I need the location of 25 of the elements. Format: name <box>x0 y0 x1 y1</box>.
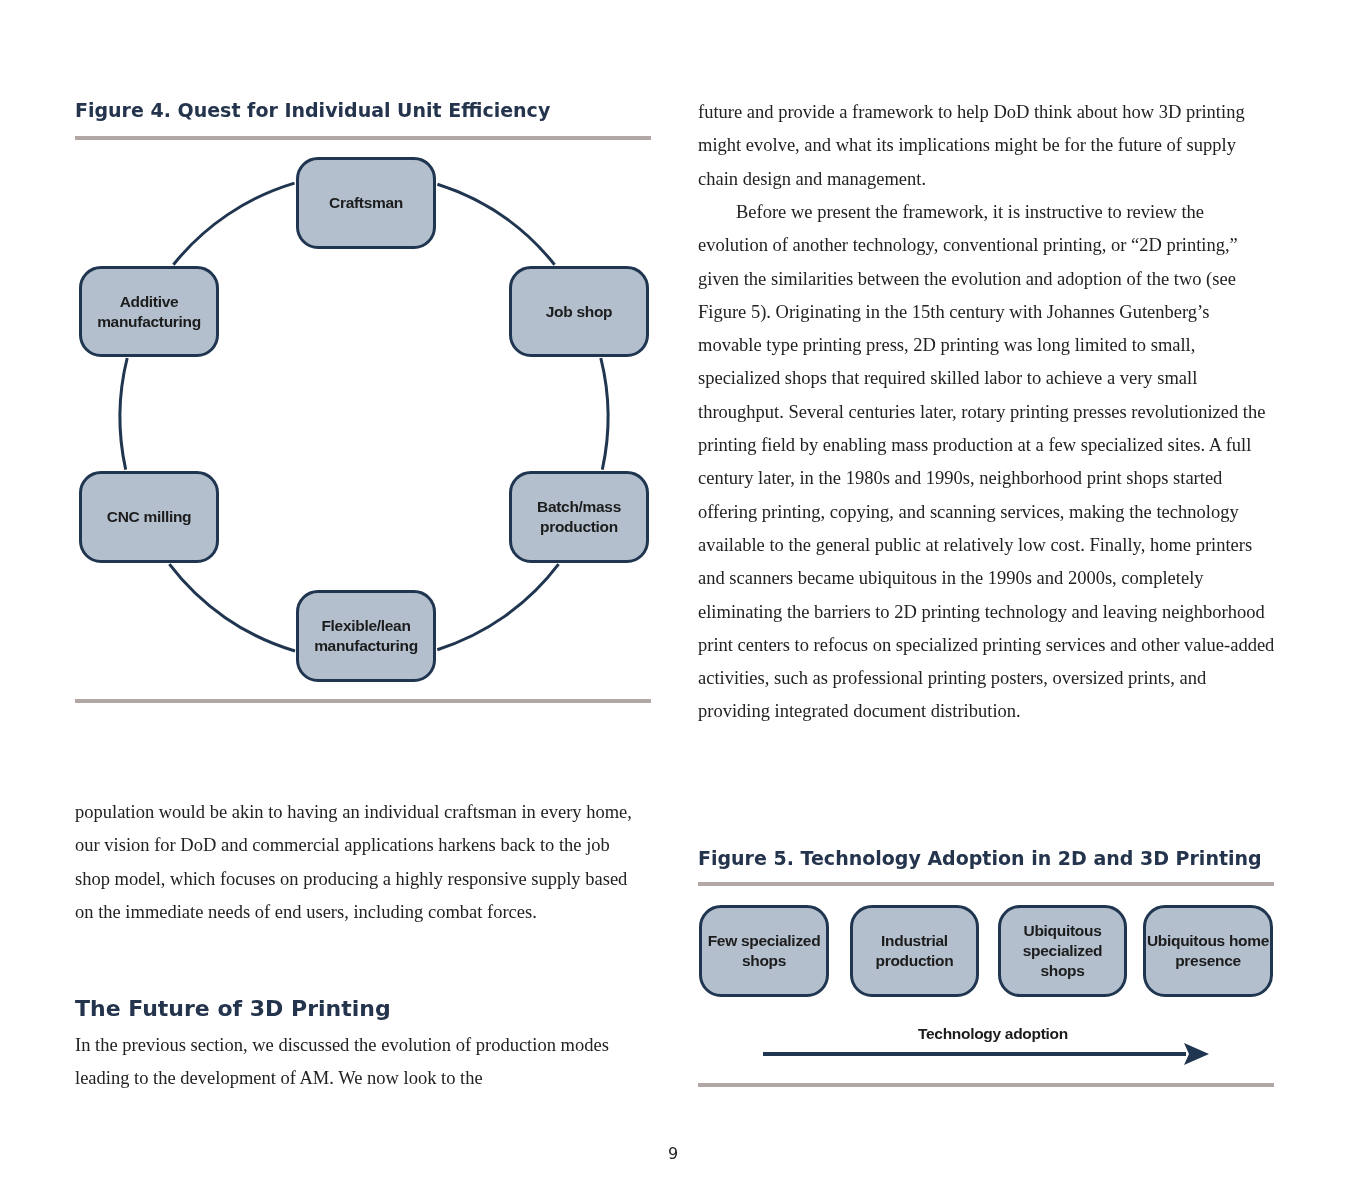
figure-title: Figure 4. Quest for Individual Unit Efficiency <box>75 99 551 121</box>
connector-line <box>436 182 556 266</box>
connector-line <box>172 181 295 266</box>
stage-box: Job shop <box>509 266 649 357</box>
connector-line <box>118 357 129 470</box>
stage-box: Few specialized shops <box>699 905 829 997</box>
stage-box: CNC milling <box>79 471 219 563</box>
stage-box: Batch/mass production <box>509 471 649 563</box>
paragraph: future and provide a framework to help DoD think about how 3D printing might evolve, and what its implications might be for the future of supply chain design and management. <box>698 101 1246 191</box>
paragraph: Before we present the framework, it is instructive to review the evolution of another technology, conventional printing, or “2D printing,” given the similarities between the evolution and adoption of the two (see Figure 5). Originating in the 15th century with Johannes Gutenberg’s movable type printing press, 2D printing was long limited to small, specialized shops that required skilled labor to achieve a very small throughput. Several centuries later, rotary printing presses revolutionized the printing field by enabling mass production at a few specialized sites. A full century later, in the 1980s and 1990s, neighborhood print shops started offering printing, copying, and scanning services, making the technology available to the general public at relatively low cost. Finally, home printers and scanners became ubiquitous in the 1990s and 2000s, completely eliminating the barriers to 2D printing technology and leaving neighborhood print centers to refocus on specialized printing services and other value-added activities, such as professional printing posters, oversized prints, and providing integrated document distribution. <box>698 201 1276 724</box>
figure-title: Figure 5. Technology Adoption in 2D and 3D Printing <box>698 847 1262 869</box>
connector-line <box>436 563 560 652</box>
stage-box: Craftsman <box>296 157 436 249</box>
stage-box: Flexible/lean manufacturing <box>296 590 436 682</box>
page-number: 9 <box>668 1143 679 1165</box>
paragraph: In the previous section, we discussed the evolution of production modes leading to the development of AM. We now look to the <box>75 1034 610 1091</box>
section-heading: The Future of 3D Printing <box>75 996 391 1021</box>
connector-line <box>599 357 610 470</box>
stage-box: Industrial production <box>850 905 979 997</box>
stage-box: Additive manufacturing <box>79 266 219 357</box>
stage-box: Ubiquitous home presence <box>1143 905 1273 997</box>
arrow-label: Technology adoption <box>918 1024 1068 1044</box>
connector-line <box>168 563 296 653</box>
paragraph: population would be akin to having an individual craftsman in every home, our vision for DoD and commercial applications harkens back to the job shop model, which focuses on producing a highly responsive supply based on the immediate needs of end users, including combat forces. <box>75 801 633 924</box>
stage-box: Ubiquitous specialized shops <box>998 905 1127 997</box>
